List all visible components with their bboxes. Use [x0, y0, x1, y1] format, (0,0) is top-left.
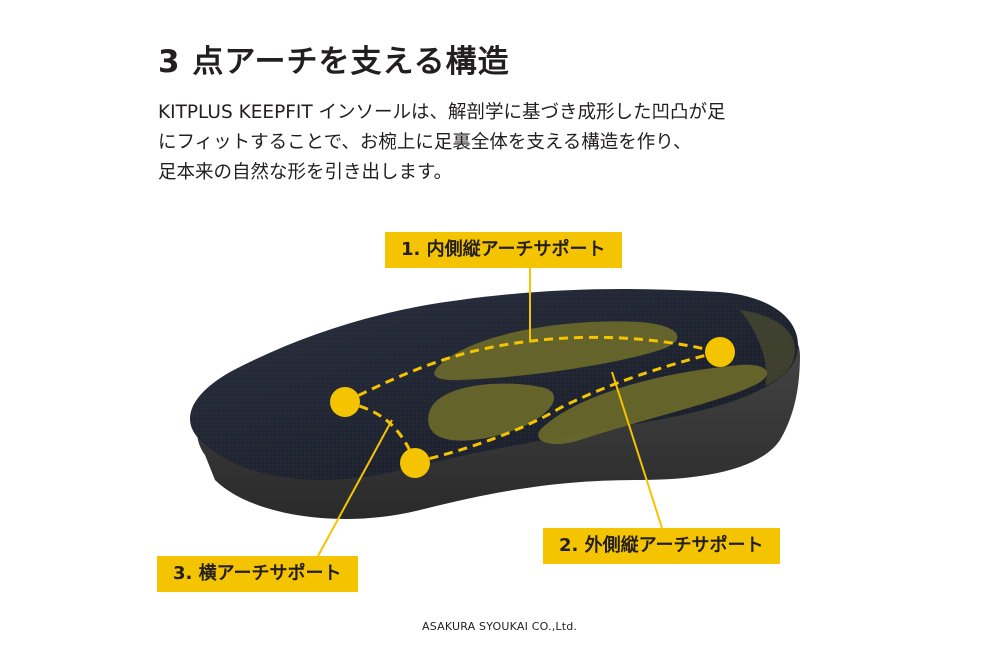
outer-arch-pad	[538, 364, 767, 445]
leader-line-transverse-arch	[317, 419, 393, 557]
page-title: 3 点アーチを支える構造	[158, 44, 510, 80]
description-line-1: KITPLUS KEEPFIT インソールは、解剖学に基づき成形した凹凸が足	[158, 102, 726, 123]
inner-arch-pad	[434, 321, 678, 381]
transverse-arch-dashed-line	[344, 400, 417, 463]
description-line-3: 足本来の自然な形を引き出します。	[158, 162, 453, 183]
callout-outer-arch-support: 2. 外側縦アーチサポート	[543, 528, 780, 564]
support-point-transverse	[330, 387, 360, 417]
leader-line-outer-arch	[611, 371, 663, 529]
inner-arch-dashed-line	[344, 335, 719, 404]
company-credit: ASAKURA SYOUKAI CO.,Ltd.	[422, 620, 578, 633]
support-point-heel	[705, 337, 735, 367]
support-point-forefoot-inner	[400, 448, 430, 478]
callout-inner-arch-support: 1. 内側縦アーチサポート	[385, 232, 622, 268]
outer-arch-dashed-line	[414, 350, 719, 464]
heel-cup	[740, 310, 795, 386]
callout-transverse-arch-support: 3. 横アーチサポート	[157, 556, 358, 592]
description-line-2: にフィットすることで、お椀上に足裏全体を支える構造を作り、	[158, 132, 692, 153]
description-text: KITPLUS KEEPFIT インソールは、解剖学に基づき成形した凹凸が足 に…	[158, 98, 858, 188]
